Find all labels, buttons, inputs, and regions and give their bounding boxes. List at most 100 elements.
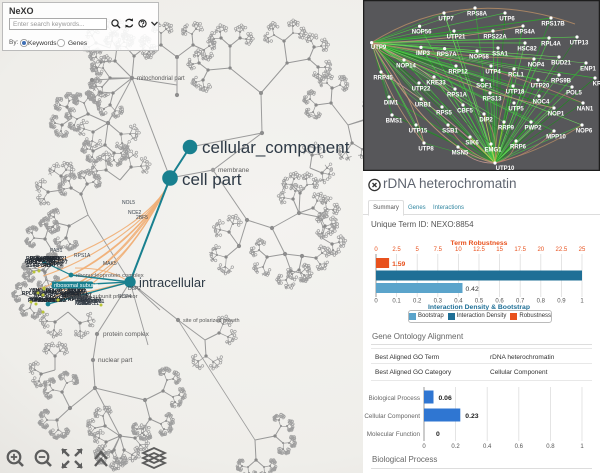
svg-text:RPL23A: RPL23A [68, 297, 88, 303]
svg-text:PWP2: PWP2 [524, 126, 542, 132]
svg-text:SSF1: SSF1 [29, 297, 42, 303]
svg-text:HSC82: HSC82 [517, 47, 537, 53]
svg-text:RPL16A: RPL16A [36, 257, 56, 263]
svg-text:UTP20: UTP20 [531, 84, 550, 90]
svg-text:0.4: 0.4 [483, 444, 492, 450]
svg-text:UTP18: UTP18 [506, 90, 525, 96]
svg-text:UTP13: UTP13 [570, 41, 589, 47]
svg-text:RPL4B: RPL4B [22, 291, 39, 297]
svg-text:RPS5: RPS5 [436, 111, 452, 117]
svg-text:NOC4: NOC4 [533, 100, 550, 106]
svg-text:NOG1: NOG1 [38, 292, 52, 298]
svg-text:MPP10: MPP10 [546, 135, 566, 141]
svg-text:RPL4A: RPL4A [541, 42, 561, 48]
svg-text:RPL16A: RPL16A [63, 293, 83, 299]
svg-text:1: 1 [580, 299, 584, 305]
svg-text:UTP22: UTP22 [412, 87, 431, 93]
svg-text:SIK6: SIK6 [465, 141, 479, 147]
svg-text:cell part: cell part [182, 170, 242, 189]
svg-text:SSF1: SSF1 [47, 259, 60, 265]
svg-text:Molecular Function: Molecular Function [367, 431, 421, 438]
svg-text:RPF2: RPF2 [57, 287, 70, 293]
svg-text:RPS8B: RPS8B [30, 298, 47, 304]
svg-text:RPS9B: RPS9B [551, 79, 572, 85]
svg-text:RPF2: RPF2 [62, 296, 75, 302]
svg-text:22.5: 22.5 [556, 247, 568, 253]
svg-text:NOP56: NOP56 [412, 30, 432, 36]
svg-text:UTP7: UTP7 [438, 17, 454, 23]
svg-text:MAK21: MAK21 [38, 298, 55, 304]
svg-text:cellular_component: cellular_component [202, 138, 350, 157]
svg-text:RPF2: RPF2 [25, 259, 38, 265]
svg-text:PUF6: PUF6 [45, 291, 58, 297]
svg-text:RPL3: RPL3 [46, 298, 59, 304]
svg-text:RPS13: RPS13 [482, 97, 502, 103]
svg-text:UTP5: UTP5 [508, 107, 524, 113]
svg-text:RPS24A: RPS24A [82, 297, 102, 303]
svg-text:NOP14: NOP14 [396, 64, 416, 70]
svg-text:RLP7: RLP7 [28, 298, 41, 304]
svg-text:NOC2: NOC2 [65, 292, 79, 298]
svg-text:RPS22A: RPS22A [483, 35, 507, 41]
svg-text:YTM1: YTM1 [29, 288, 43, 294]
svg-text:MSN5: MSN5 [452, 151, 469, 157]
svg-text:0: 0 [374, 247, 378, 253]
svg-text:ribosomal subunit precursor: ribosomal subunit precursor [66, 294, 138, 300]
svg-text:SSA1: SSA1 [492, 52, 508, 58]
svg-text:RPL16A: RPL16A [68, 289, 88, 295]
svg-text:DBP2: DBP2 [128, 286, 141, 292]
svg-text:PUF6: PUF6 [72, 289, 85, 295]
svg-text:protein complex: protein complex [103, 331, 150, 338]
svg-text:RPL16A: RPL16A [42, 289, 62, 295]
svg-text:RPS8B: RPS8B [68, 297, 85, 303]
svg-text:RCL1: RCL1 [508, 73, 524, 79]
svg-text:BUD21: BUD21 [551, 61, 571, 67]
svg-text:RRP6: RRP6 [510, 145, 527, 151]
svg-text:UTP15: UTP15 [409, 129, 428, 135]
svg-text:RCP4: RCP4 [118, 294, 132, 300]
svg-text:PUF6: PUF6 [89, 299, 102, 305]
svg-text:0.06: 0.06 [439, 395, 452, 402]
svg-text:ERB1: ERB1 [45, 256, 59, 262]
svg-text:ERB1: ERB1 [61, 291, 75, 297]
svg-text:EMG1: EMG1 [484, 148, 502, 154]
svg-text:NSA2: NSA2 [75, 295, 89, 301]
svg-text:RPS8B: RPS8B [63, 294, 80, 300]
svg-text:NOC2: NOC2 [78, 296, 92, 302]
svg-text:0.8: 0.8 [537, 299, 546, 305]
svg-text:NSA2: NSA2 [75, 301, 89, 307]
svg-text:0.9: 0.9 [557, 299, 566, 305]
svg-text:RPL3: RPL3 [35, 297, 48, 303]
svg-text:NOG1: NOG1 [36, 298, 50, 304]
svg-text:0: 0 [436, 431, 440, 438]
svg-text:12.5: 12.5 [473, 247, 485, 253]
svg-text:PAB1: PAB1 [50, 248, 63, 254]
svg-text:RPS7A: RPS7A [437, 52, 458, 58]
svg-text:7.5: 7.5 [434, 247, 443, 253]
svg-text:URB1: URB1 [415, 103, 432, 109]
svg-text:RPL7A: RPL7A [36, 258, 53, 264]
svg-text:RPL7A: RPL7A [46, 288, 63, 294]
svg-text:0.3: 0.3 [434, 299, 443, 305]
svg-text:1.59: 1.59 [392, 261, 405, 268]
svg-text:RPL3: RPL3 [48, 290, 61, 296]
svg-text:NOP7: NOP7 [54, 260, 68, 266]
svg-text:UTP6: UTP6 [499, 17, 515, 23]
svg-text:RPS8B: RPS8B [50, 293, 67, 299]
svg-text:MAK5: MAK5 [103, 261, 117, 267]
svg-text:RPL7A: RPL7A [45, 297, 62, 303]
svg-text:DRS1: DRS1 [27, 260, 41, 266]
svg-text:SOF1: SOF1 [476, 84, 492, 90]
svg-text:RPL7A: RPL7A [60, 292, 77, 298]
svg-text:NOL5: NOL5 [122, 200, 135, 206]
svg-text:NOP1: NOP1 [548, 112, 565, 118]
svg-text:0.7: 0.7 [516, 299, 525, 305]
svg-text:RLP7: RLP7 [46, 296, 59, 302]
svg-text:RPS8B: RPS8B [39, 258, 56, 264]
svg-text:SSF1: SSF1 [26, 263, 39, 269]
svg-text:1: 1 [580, 444, 584, 450]
svg-text:2.5: 2.5 [392, 247, 401, 253]
svg-text:SSF1: SSF1 [78, 301, 91, 307]
svg-text:0.4: 0.4 [454, 299, 463, 305]
svg-text:NOP4: NOP4 [528, 63, 545, 69]
